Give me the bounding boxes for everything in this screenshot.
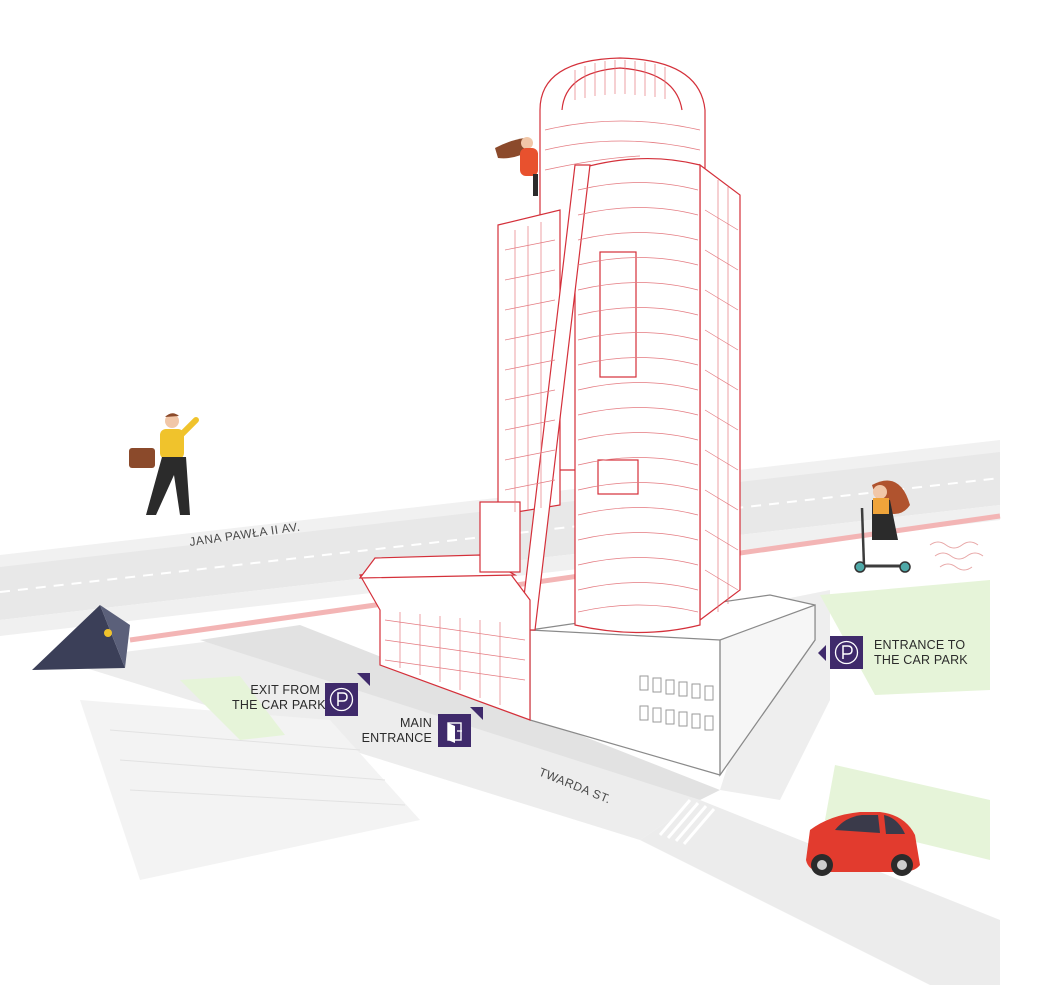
- tent-structure: [32, 605, 130, 670]
- label-entrance-car-park: ENTRANCE TO THE CAR PARK: [874, 638, 984, 668]
- bike-lane: [129, 513, 1001, 643]
- tower-window-slot: [599, 251, 637, 378]
- parking-icon: [329, 687, 354, 712]
- parking-lot: [80, 700, 420, 880]
- man-with-briefcase: [129, 413, 199, 515]
- parking-badge-entrance[interactable]: [830, 636, 863, 669]
- label-main-entrance: MAIN ENTRANCE: [358, 716, 432, 746]
- door-entrance-icon: [447, 722, 462, 743]
- label-exit-line1: EXIT FROM: [250, 683, 320, 697]
- label-main-line2: ENTRANCE: [361, 731, 432, 745]
- pointer-exit-car-park: [357, 673, 370, 686]
- tower-building: [358, 57, 741, 721]
- pointer-main-entrance: [470, 707, 483, 720]
- tower-east-wing: [699, 163, 741, 622]
- parking-lot-lines: [109, 729, 406, 806]
- parking-badge-exit[interactable]: [325, 683, 358, 716]
- grass-patch-southeast: [825, 765, 990, 860]
- pointer-flags: [357, 645, 826, 720]
- label-exit-car-park: EXIT FROM THE CAR PARK: [232, 683, 326, 713]
- woman-on-tower: [495, 137, 538, 196]
- label-entrance-line1: ENTRANCE TO: [874, 638, 966, 652]
- entrance-badge-main[interactable]: [438, 714, 471, 747]
- podium-building: [529, 594, 816, 777]
- tower-window-box: [597, 459, 639, 495]
- tower-hatching: [384, 60, 739, 705]
- label-entrance-line2: THE CAR PARK: [874, 653, 968, 667]
- road-twarda-east: [640, 800, 1000, 985]
- road-lane-marking: [0, 477, 1001, 593]
- tower-diagonal-spine: [519, 164, 591, 631]
- girl-on-scooter: [854, 480, 984, 573]
- label-exit-line2: THE CAR PARK: [232, 698, 326, 712]
- label-main-line1: MAIN: [399, 716, 432, 730]
- parking-icon: [834, 640, 859, 665]
- grass-patch-west: [180, 676, 285, 740]
- crosswalk: [658, 799, 716, 845]
- road-twarda-lane: [200, 625, 720, 800]
- pointer-entrance-car-park: [818, 645, 826, 661]
- briefcase-icon: [129, 448, 155, 468]
- red-car: [806, 812, 920, 876]
